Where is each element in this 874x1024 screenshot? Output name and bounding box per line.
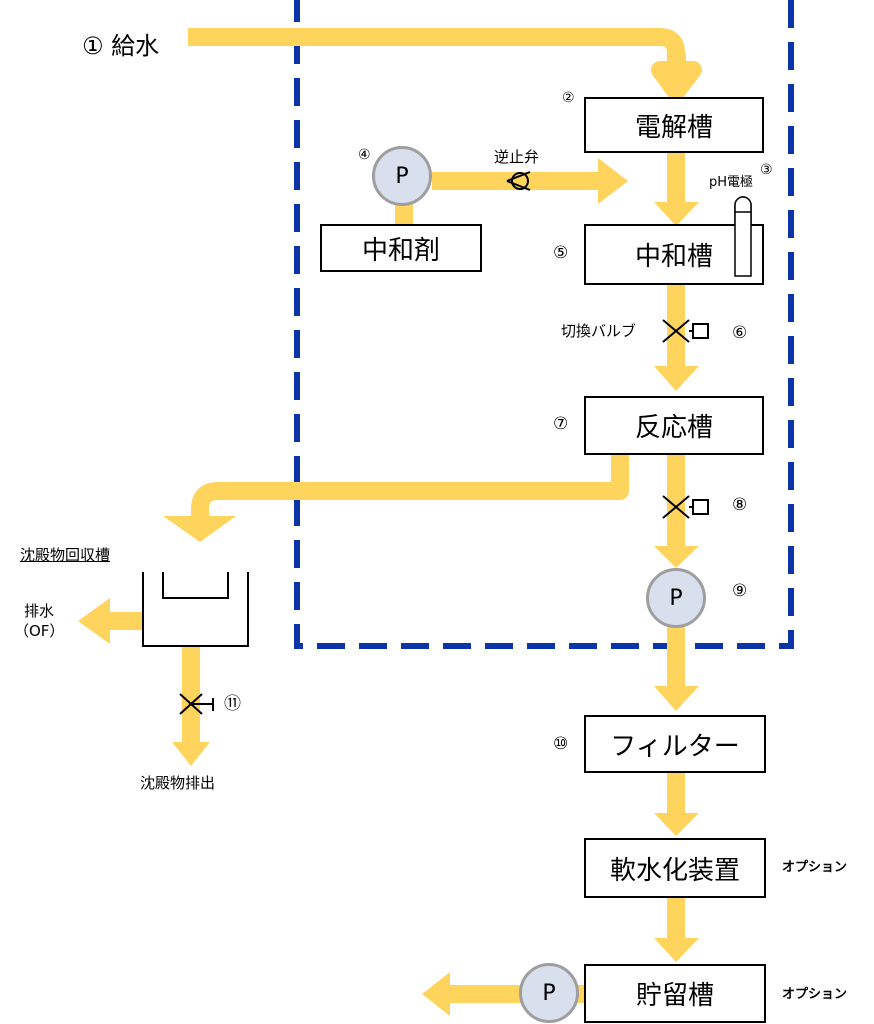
arrow-to-neutralization <box>654 202 699 226</box>
arrow-to-filter <box>654 686 699 711</box>
ph-electrode-overlay <box>734 196 752 277</box>
number-5: ⑤ <box>553 243 569 263</box>
system-boundary <box>294 0 794 649</box>
pipe-10-softener <box>667 773 685 815</box>
arrow-to-electrolysis <box>654 70 699 94</box>
number-8: ⑧ <box>732 495 748 515</box>
ph-electrode-label: pH電極 <box>709 175 754 190</box>
switch-valve-symbol <box>662 319 709 343</box>
sediment-tank-label: 沈殿物回収槽 <box>20 546 111 564</box>
arrow-to-pump-9 <box>654 546 699 568</box>
number-4: ④ <box>358 147 371 163</box>
valve-8-symbol <box>662 495 709 519</box>
arrow-drain <box>78 598 110 644</box>
arrow-to-softener <box>654 813 699 836</box>
number-3: ③ <box>760 162 773 178</box>
pump-9: P <box>646 568 706 628</box>
electrolysis-tank-box: 電解槽 <box>584 97 764 153</box>
number-9: ⑨ <box>732 581 748 601</box>
pipe-pump-neutralizer <box>395 202 413 226</box>
storage-pump: P <box>519 963 579 1023</box>
storage-tank-box: 貯留槽 <box>584 964 766 1023</box>
pipe-softener-storage <box>667 898 685 940</box>
sediment-discharge-label: 沈殿物排出 <box>140 774 216 792</box>
drain-label: 排水 <box>24 602 55 620</box>
pipe-drain <box>108 612 144 630</box>
neutralization-tank-box: 中和槽 <box>584 224 764 285</box>
pipe-sediment-discharge <box>182 647 200 745</box>
drain-sub-label: （OF） <box>14 622 65 640</box>
storage-option-label: オプション <box>782 987 848 1002</box>
arrow-sediment-discharge <box>172 742 210 766</box>
number-11: ⑪ <box>224 694 241 714</box>
number-7: ⑦ <box>553 414 569 434</box>
pipe-pump-to-tank <box>432 172 600 190</box>
number-6: ⑥ <box>732 323 748 343</box>
reaction-tank-box: 反応槽 <box>584 396 764 455</box>
feed-water-pipe <box>188 28 702 101</box>
arrow-to-sediment-tank <box>163 516 236 542</box>
switch-valve-label: 切換バルブ <box>561 322 637 340</box>
arrow-to-reaction <box>654 366 699 391</box>
sediment-tank-symbol <box>142 572 249 647</box>
pipe-5-7 <box>667 284 685 368</box>
pipe-9-10 <box>667 626 685 688</box>
number-2: ② <box>562 90 575 106</box>
filter-box: フィルター <box>584 715 766 773</box>
arrow-storage-out <box>422 972 450 1016</box>
number-10: ⑩ <box>553 734 569 754</box>
neutralizer-box: 中和剤 <box>320 224 482 272</box>
softener-box: 軟水化装置 <box>584 838 766 898</box>
valve-11-symbol <box>179 693 214 715</box>
check-valve-label: 逆止弁 <box>494 148 540 166</box>
pipe-to-sediment-tank <box>191 454 629 520</box>
arrow-dosing <box>598 158 628 204</box>
check-valve-symbol <box>506 171 531 191</box>
neutralizer-pump: P <box>372 146 432 206</box>
arrow-to-storage <box>654 938 699 962</box>
pipe-7-9 <box>667 454 685 549</box>
pipe-2-5 <box>667 152 685 204</box>
softener-option-label: オプション <box>782 860 848 875</box>
feed-water-label: ① 給水 <box>82 32 160 60</box>
